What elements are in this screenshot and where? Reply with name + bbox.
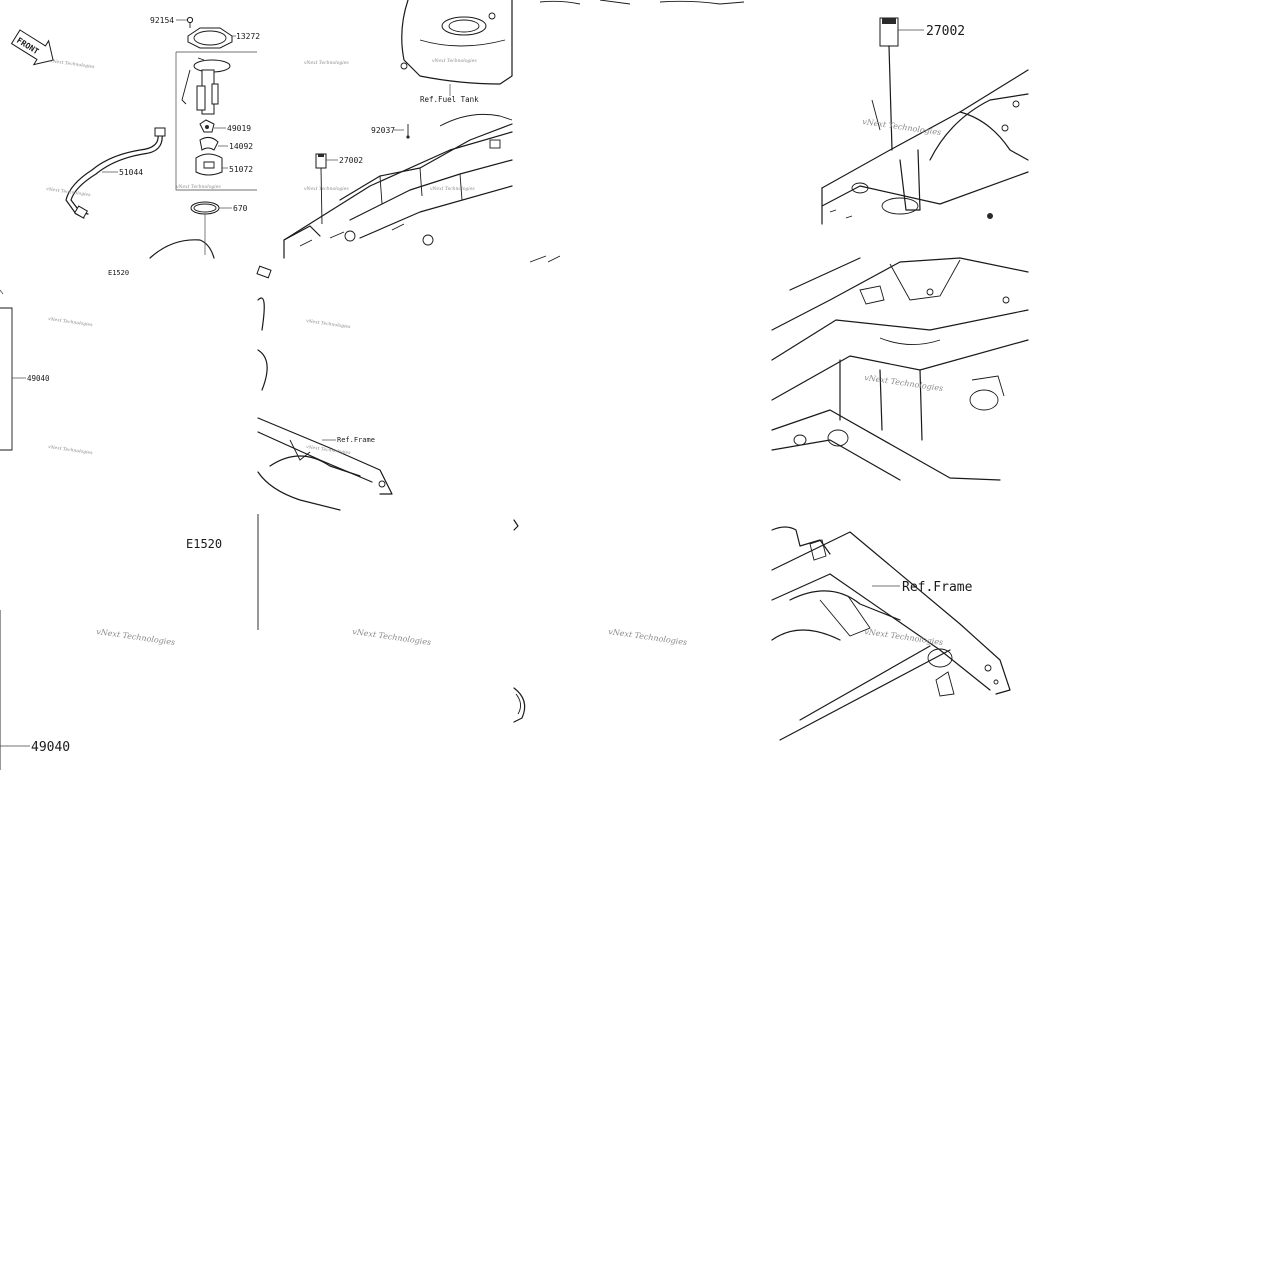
- watermark-text: vNext Technologies: [862, 117, 942, 137]
- frame-middle-view: [771, 257, 1029, 481]
- label-92154: 92154: [150, 16, 174, 25]
- filter-49019: [199, 119, 226, 133]
- label-ref-fuel-tank: Ref.Fuel Tank: [420, 95, 479, 104]
- sensor-27002-small: [315, 153, 338, 225]
- watermark-text: vNext Technologies: [304, 60, 349, 66]
- o-ring-670: [190, 201, 232, 215]
- watermark-text: vNext Technologies: [50, 58, 96, 70]
- clip-14092: [199, 136, 228, 151]
- hose-51044: [65, 127, 166, 219]
- label-13272: 13272: [236, 32, 260, 41]
- watermark-text: vNext Technologies: [864, 627, 944, 647]
- tank-bottom-outline: [149, 239, 215, 259]
- fuel-pump-body: [181, 57, 231, 115]
- watermark-text: vNext Technologies: [176, 184, 221, 190]
- label-e1520-small: E1520: [108, 269, 129, 277]
- label-49040-large: 49040: [31, 740, 70, 755]
- watermark-text: vNext Technologies: [306, 444, 352, 456]
- label-51072: 51072: [229, 165, 253, 174]
- watermark-text: vNext Technologies: [306, 318, 352, 330]
- watermark-text: vNext Technologies: [432, 58, 477, 64]
- label-e1520-large: E1520: [186, 537, 222, 551]
- watermark-text: vNext Technologies: [46, 186, 92, 198]
- bolt-92037: [394, 124, 410, 139]
- bracket-small-view: E1520 49040: [0, 269, 129, 451]
- fuel-pump-assembly: FRONT 92154 13272: [10, 16, 260, 259]
- top-edge-fragments: [539, 0, 745, 5]
- label-92037: 92037: [371, 126, 395, 135]
- plate-13272: [187, 27, 236, 49]
- label-51044: 51044: [119, 168, 143, 177]
- frame-large-view: Ref.Frame: [771, 526, 1011, 741]
- watermark-text: vNext Technologies: [48, 316, 94, 328]
- fuel-tank-frame-view: Ref.Fuel Tank 92037 27002: [283, 0, 513, 259]
- watermarks: vNext Technologies vNext Technologies vN…: [46, 58, 944, 647]
- label-670: 670: [233, 204, 248, 213]
- frame-small-view: Ref.Frame: [256, 265, 393, 511]
- watermark-text: vNext Technologies: [96, 627, 176, 647]
- label-ref-frame-small: Ref.Frame: [337, 436, 375, 444]
- watermark-text: vNext Technologies: [608, 627, 688, 647]
- sensor-27002-large: [879, 17, 924, 151]
- front-direction-badge: FRONT: [10, 29, 54, 66]
- label-14092: 14092: [229, 142, 253, 151]
- watermark-text: vNext Technologies: [304, 186, 349, 192]
- bracket-large-view: E1520 49040: [0, 514, 526, 770]
- label-49019: 49019: [227, 124, 251, 133]
- label-49040-small: 49040: [27, 374, 50, 383]
- watermark-text: vNext Technologies: [352, 627, 432, 647]
- holder-51072: [195, 153, 228, 176]
- label-27002-small: 27002: [339, 156, 363, 165]
- watermark-text: vNext Technologies: [864, 373, 944, 393]
- label-ref-frame-large: Ref.Frame: [902, 580, 973, 595]
- label-27002-large: 27002: [926, 24, 965, 39]
- watermark-text: vNext Technologies: [430, 186, 475, 192]
- mid-edge-fragments: [529, 255, 561, 263]
- screw-92154: [176, 16, 194, 28]
- watermark-text: vNext Technologies: [48, 444, 94, 456]
- sensor-frame-closeup: 27002: [821, 17, 1029, 225]
